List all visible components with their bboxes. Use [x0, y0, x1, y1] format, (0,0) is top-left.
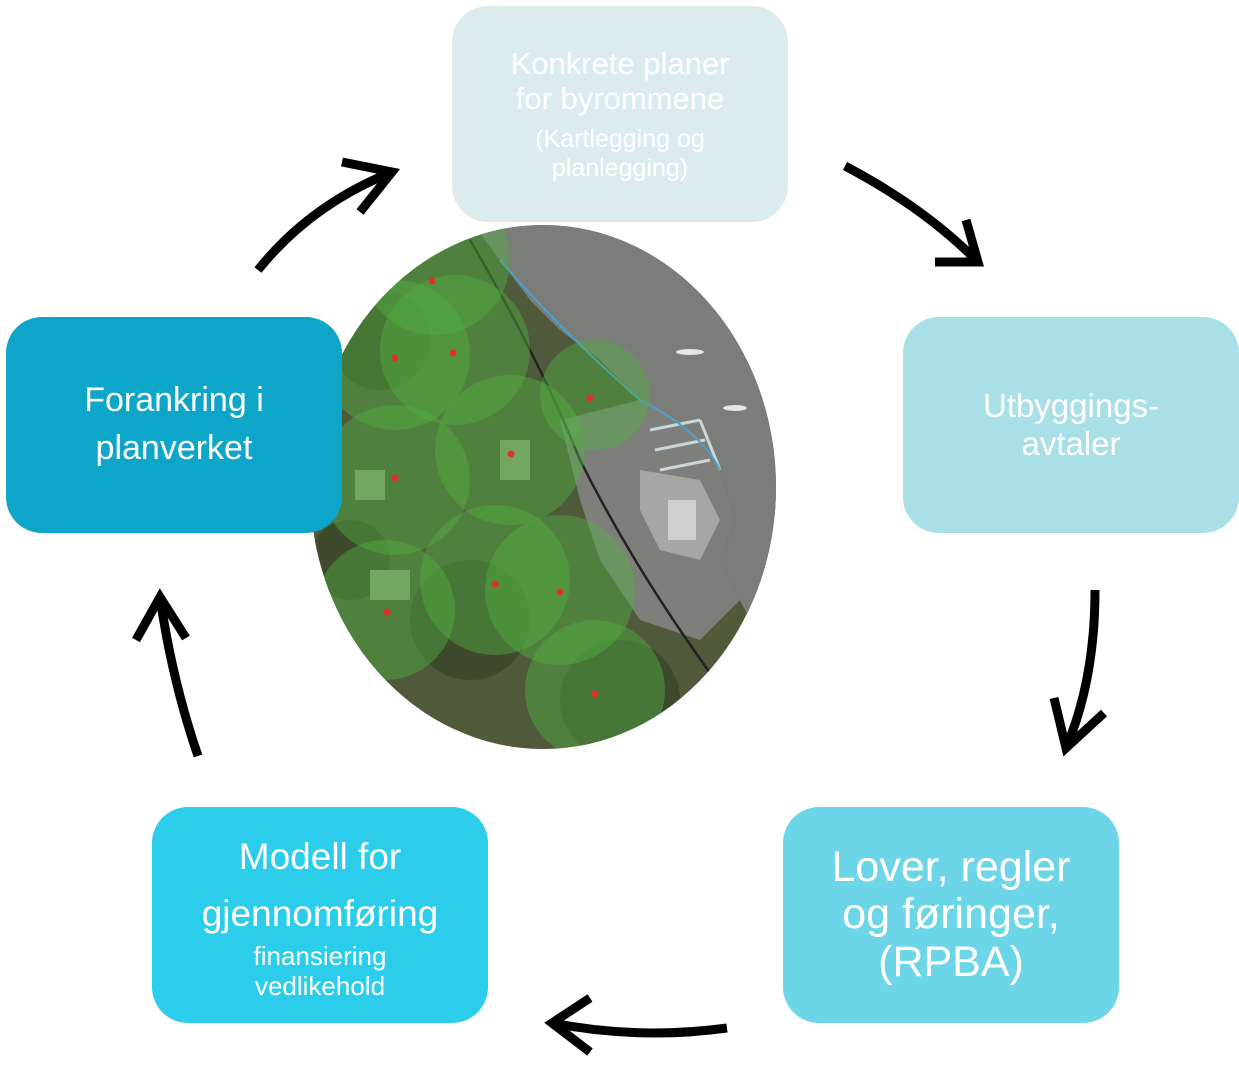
box-top-title-line-2: for byrommene — [515, 81, 725, 117]
box-bottom-left-subtitle: finansiering vedlikehold — [254, 942, 387, 1002]
box-modell-for-gjennomforing: Modell for gjennomføring finansiering ve… — [152, 807, 488, 1023]
arrow-right-to-bottom-right-head — [1049, 696, 1108, 757]
box-forankring: Forankring i planverket — [6, 317, 342, 533]
arrow-bottom-right-to-bottom-left — [551, 1018, 728, 1038]
arrow-top-to-right-head — [935, 218, 984, 267]
box-left-title-line-2: planverket — [95, 429, 253, 467]
box-top-subtitle: (Kartlegging og planlegging) — [535, 125, 705, 183]
box-left-title-line-1: Forankring i — [84, 381, 264, 420]
arrow-bottom-left-to-left-head — [132, 588, 190, 643]
box-left-title: Forankring i planverket — [84, 377, 264, 472]
arrow-left-to-top-head — [341, 157, 401, 215]
box-top-title: Konkrete planer for byrommene — [511, 46, 730, 117]
box-bottom-left-subtitle-line-2: vedlikehold — [254, 971, 386, 1002]
box-lover-regler: Lover, regler og føringer, (RPBA) — [783, 807, 1119, 1023]
box-bottom-right-title-line-1: Lover, regler — [831, 843, 1071, 892]
box-bottom-left-title-line-2: gjennomføring — [201, 893, 439, 935]
arrow-bottom-right-to-bottom-left-head — [544, 994, 593, 1056]
arrow-bottom-left-to-left — [155, 596, 203, 758]
arrow-left-to-top — [254, 167, 394, 273]
box-right-title-line-1: Utbyggings- — [982, 387, 1160, 425]
box-bottom-left-subtitle-line-1: finansiering — [253, 941, 387, 972]
box-konkrete-planer: Konkrete planer for byrommene (Kartleggi… — [452, 6, 788, 222]
box-top-subtitle-line-2: planlegging) — [551, 153, 689, 182]
box-bottom-left-title: Modell for gjennomføring — [202, 828, 439, 943]
box-top-subtitle-line-1: (Kartlegging og — [535, 124, 705, 153]
box-utbyggingsavtaler: Utbyggings- avtaler — [903, 317, 1239, 533]
arrow-right-to-bottom-right — [1061, 589, 1100, 750]
box-bottom-right-title-line-2: og føringer, — [842, 890, 1060, 939]
box-bottom-left-title-line-1: Modell for — [238, 835, 402, 877]
box-right-title: Utbyggings- avtaler — [983, 387, 1159, 463]
box-top-title-line-1: Konkrete planer — [510, 45, 730, 81]
box-right-title-line-2: avtaler — [1021, 425, 1121, 462]
arrow-top-to-right — [842, 162, 982, 266]
box-bottom-right-title: Lover, regler og føringer, (RPBA) — [831, 843, 1071, 986]
box-bottom-right-title-line-3: (RPBA) — [878, 937, 1024, 986]
